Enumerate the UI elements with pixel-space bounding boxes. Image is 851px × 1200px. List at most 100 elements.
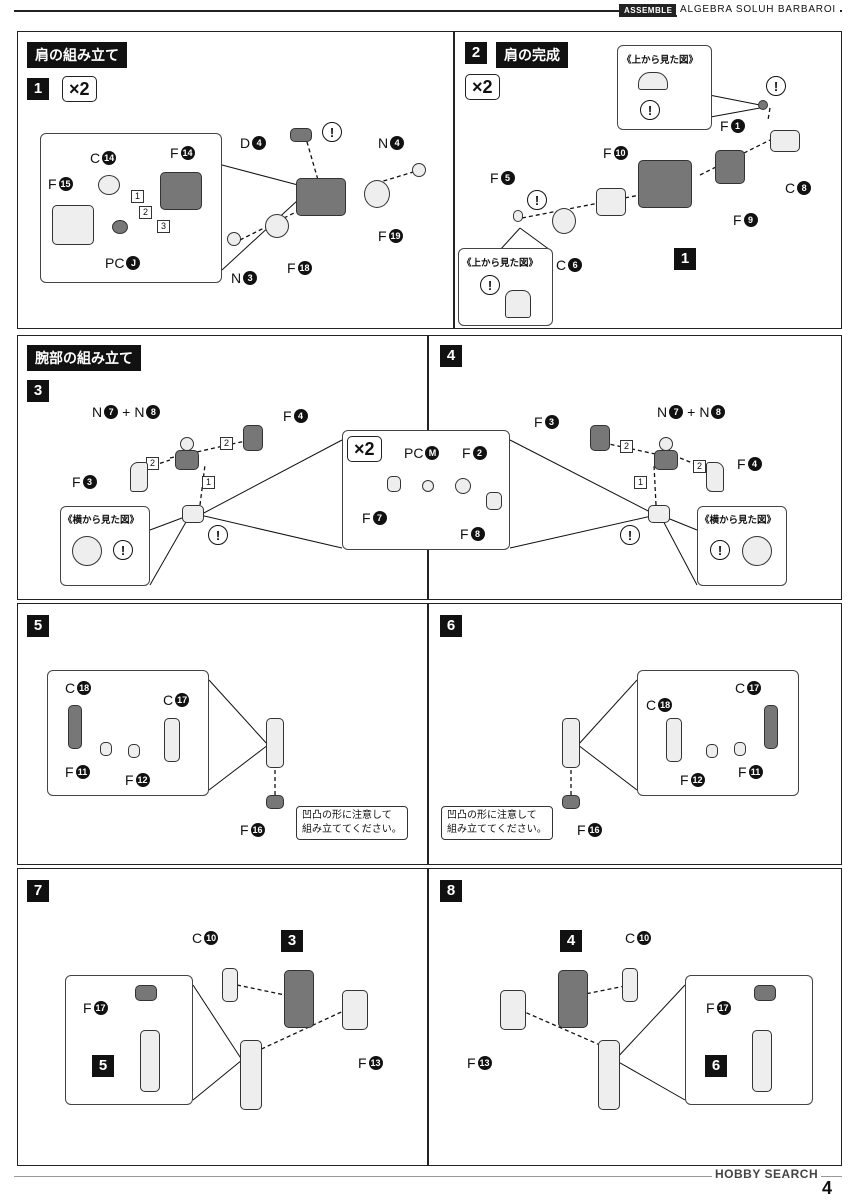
step-number-1: 1 — [27, 78, 49, 100]
order-marker-1: 1 — [634, 476, 647, 489]
part-f3 — [590, 425, 610, 451]
part-pcj — [112, 220, 128, 234]
order-marker-2: 2 — [693, 460, 706, 473]
part-f4 — [243, 425, 263, 451]
step-reference-6: 6 — [705, 1055, 727, 1077]
part-n4 — [412, 163, 426, 177]
part-c8 — [770, 130, 800, 152]
detail-part-top — [638, 72, 668, 90]
part-c18 — [666, 718, 682, 762]
part-arm-core-b — [654, 450, 678, 470]
part-n7-n8 — [659, 437, 673, 451]
step-number-8: 8 — [440, 880, 462, 902]
part-n3 — [227, 232, 241, 246]
part-f16 — [266, 795, 284, 809]
multiplier-badge: ×2 — [465, 74, 500, 100]
forearm-assembled — [266, 718, 284, 768]
forearm-5 — [140, 1030, 160, 1092]
header-rule — [14, 10, 842, 12]
shoulder-body — [296, 178, 346, 216]
step-2-title: 肩の完成 — [496, 42, 568, 68]
part-f17 — [754, 985, 776, 1001]
detail-box-step7 — [65, 975, 193, 1105]
step-reference-1: 1 — [674, 248, 696, 270]
part-f13 — [500, 990, 526, 1030]
part-f1 — [758, 100, 768, 110]
part-c18 — [68, 705, 82, 749]
step-reference-5: 5 — [92, 1055, 114, 1077]
header-title: ALGEBRA SOLUH BARBAROI — [676, 4, 840, 15]
multiplier-badge: ×2 — [347, 436, 382, 462]
forearm-lower — [598, 1040, 620, 1110]
caution-icon: ! — [620, 525, 640, 545]
part-c17 — [764, 705, 778, 749]
caution-icon: ! — [640, 100, 660, 120]
side-view-label: 《横から見た図》 — [63, 515, 140, 526]
part-f7 — [387, 476, 401, 492]
part-arm-core-a — [175, 450, 199, 470]
step-number-4: 4 — [440, 345, 462, 367]
part-f8 — [486, 492, 502, 510]
order-marker-2: 2 — [220, 437, 233, 450]
section-title-arm: 腕部の組み立て — [27, 345, 141, 371]
forearm-6 — [752, 1030, 772, 1092]
detail-part-side — [742, 536, 772, 566]
forearm-assembled — [562, 718, 580, 768]
step-number-2: 2 — [465, 42, 487, 64]
caution-icon: ! — [322, 122, 342, 142]
part-f12 — [128, 744, 140, 758]
part-f11 — [734, 742, 746, 756]
step-reference-4: 4 — [560, 930, 582, 952]
upper-arm-assembly-3 — [284, 970, 314, 1028]
caution-icon: ! — [527, 190, 547, 210]
part-f14 — [160, 172, 202, 210]
part-f4 — [706, 462, 724, 492]
part-c14 — [98, 175, 120, 195]
part-f5 — [513, 210, 523, 222]
part-c10 — [222, 968, 238, 1002]
step-number-7: 7 — [27, 880, 49, 902]
part-arm-joint-b — [648, 505, 670, 523]
part-arm-joint-a — [182, 505, 204, 523]
part-f19 — [364, 180, 390, 208]
forearm-lower — [240, 1040, 262, 1110]
order-marker-2: 2 — [139, 206, 152, 219]
part-c10 — [622, 968, 638, 1002]
side-view-label: 《横から見た図》 — [700, 515, 777, 526]
part-d4 — [290, 128, 312, 142]
page-number: 4 — [822, 1178, 833, 1198]
part-f13 — [342, 990, 368, 1030]
caution-note: 凹凸の形に注意して組み立ててください。 — [296, 806, 408, 840]
step-number-3: 3 — [27, 380, 49, 402]
order-marker-1: 1 — [131, 190, 144, 203]
footer-rule — [14, 1176, 842, 1177]
step-reference-3: 3 — [281, 930, 303, 952]
part-f15 — [52, 205, 94, 245]
top-view-label: 《上から見た図》 — [462, 258, 539, 269]
part-f17 — [135, 985, 157, 1001]
part-n7-n8 — [180, 437, 194, 451]
caution-note: 凹凸の形に注意して組み立ててください。 — [441, 806, 553, 840]
detail-part-side — [72, 536, 102, 566]
